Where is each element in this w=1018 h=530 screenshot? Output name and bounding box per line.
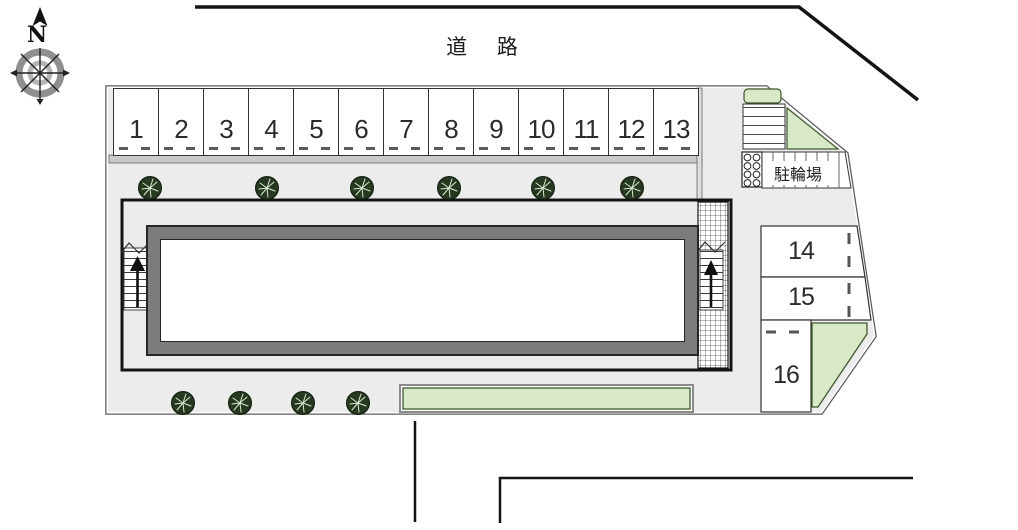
road-boundary-line bbox=[195, 5, 920, 102]
stall-dash-marking bbox=[614, 147, 648, 150]
space-number: 1 bbox=[129, 113, 144, 144]
tree-icon bbox=[437, 176, 461, 200]
stall-dash-marking bbox=[344, 147, 378, 150]
parking-space-16-number: 16 bbox=[773, 361, 800, 389]
parking-space-13: 13 bbox=[653, 89, 698, 155]
parking-space-12: 12 bbox=[608, 89, 653, 155]
stall-dash-marking bbox=[659, 147, 693, 150]
parking-space-3: 3 bbox=[203, 89, 248, 155]
parking-space-1: 1 bbox=[114, 89, 158, 155]
parking-space-10: 10 bbox=[518, 89, 563, 155]
steps-area bbox=[742, 103, 786, 150]
compass-north-label: N bbox=[27, 22, 48, 48]
space-number: 3 bbox=[219, 113, 234, 144]
building-lot-outline bbox=[120, 198, 733, 372]
bicycle-parking-label: 駐輪場 bbox=[767, 161, 829, 185]
parking-row-top: 1 2 3 4 5 6 7 8 9 10 11 12 13 bbox=[113, 88, 699, 156]
space-number: 13 bbox=[662, 113, 691, 144]
stall-dash-marking bbox=[524, 147, 558, 150]
tree-icon bbox=[531, 176, 555, 200]
compass-rose-icon bbox=[10, 7, 70, 105]
parking-space-8: 8 bbox=[428, 89, 473, 155]
space-number: 4 bbox=[264, 113, 279, 144]
space-number: 11 bbox=[573, 113, 600, 144]
planting-bed-top bbox=[743, 88, 782, 104]
parking-space-5: 5 bbox=[293, 89, 338, 155]
building-wall bbox=[148, 227, 697, 354]
hedge-south bbox=[399, 384, 694, 413]
greenery bbox=[399, 88, 868, 413]
tree-icon bbox=[620, 176, 644, 200]
stall-dash-marking bbox=[569, 147, 603, 150]
walkway-strip bbox=[108, 154, 703, 164]
parking-space-6: 6 bbox=[338, 89, 383, 155]
stall-dash-marking bbox=[254, 147, 288, 150]
stall-dash-marking bbox=[209, 147, 243, 150]
space-number: 2 bbox=[174, 113, 189, 144]
space-number: 8 bbox=[444, 113, 459, 144]
stall-dash-marking bbox=[434, 147, 468, 150]
tree-icon bbox=[350, 176, 374, 200]
parking-space-15-number: 15 bbox=[788, 283, 815, 311]
stall-dash-marking bbox=[479, 147, 513, 150]
space-number: 12 bbox=[617, 113, 646, 144]
parking-space-14-number: 14 bbox=[788, 237, 815, 265]
stall-dash-marking bbox=[119, 147, 153, 150]
parking-space-2: 2 bbox=[158, 89, 203, 155]
space-number: 9 bbox=[489, 113, 504, 144]
stairs-east-icon bbox=[696, 241, 726, 311]
utility-grid bbox=[741, 151, 763, 188]
parking-space-11: 11 bbox=[563, 89, 608, 155]
tree-icon bbox=[291, 391, 315, 415]
parking-space-7: 7 bbox=[383, 89, 428, 155]
parking-space-4: 4 bbox=[248, 89, 293, 155]
side-parking-outlines bbox=[760, 225, 872, 413]
parking-space-9: 9 bbox=[473, 89, 518, 155]
space-number: 7 bbox=[399, 113, 414, 144]
road-label: 道 路 bbox=[446, 36, 530, 59]
southeast-boundary-line bbox=[498, 476, 913, 523]
north-arrow-icon bbox=[32, 7, 48, 26]
tree-icon bbox=[171, 391, 195, 415]
stall-dash-marking bbox=[299, 147, 333, 150]
tree-icon bbox=[346, 391, 370, 415]
stall-dash-marking bbox=[389, 147, 423, 150]
building-outline bbox=[146, 225, 699, 356]
planting-bed-corner bbox=[786, 106, 840, 150]
planting-bed-east bbox=[811, 322, 868, 408]
tree-icon bbox=[138, 176, 162, 200]
stall-dash-marking bbox=[164, 147, 198, 150]
space-number: 6 bbox=[354, 113, 369, 144]
space-number: 5 bbox=[309, 113, 324, 144]
tree-icon bbox=[228, 391, 252, 415]
building-interior bbox=[160, 239, 685, 342]
space-number: 10 bbox=[527, 113, 556, 144]
tree-icon bbox=[255, 176, 279, 200]
